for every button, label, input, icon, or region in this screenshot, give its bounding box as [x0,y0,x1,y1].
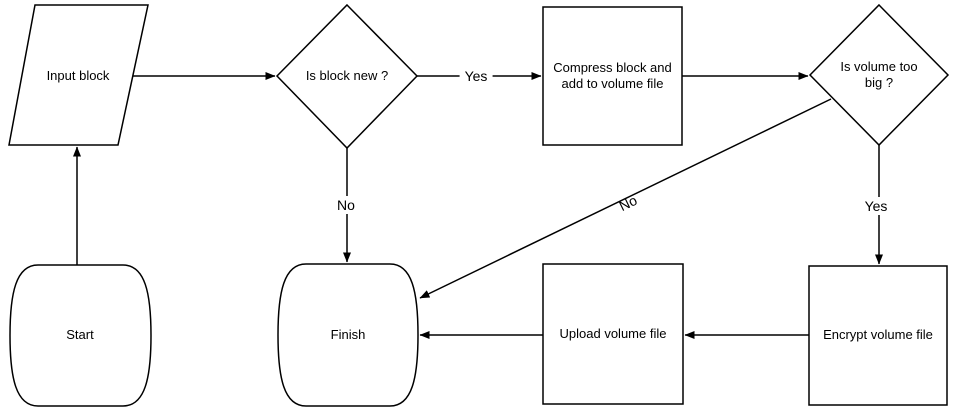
is-block-new-diamond [275,3,419,150]
input-block-parallelogram [8,4,149,146]
start-terminator [9,264,152,407]
finish-terminator [277,263,419,407]
is-volume-too-big-diamond [808,3,950,147]
encrypt-volume-rect [808,265,948,406]
upload-volume-rect [542,263,684,405]
compress-block-rect [542,6,683,146]
edge-isvolumetoobig-no-to-finish [419,98,832,299]
